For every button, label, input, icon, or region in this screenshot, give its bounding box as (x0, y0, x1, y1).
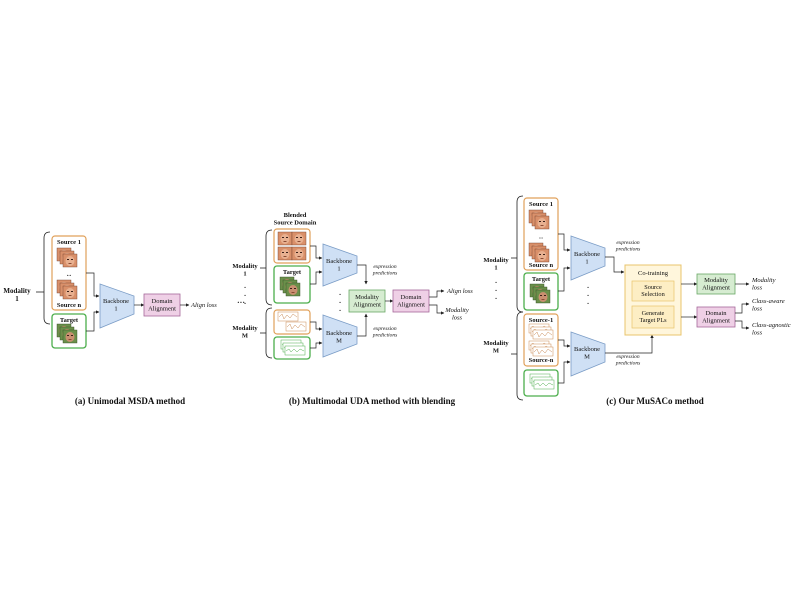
panel-b-blended-face-3 (277, 246, 293, 261)
panel-a-target-label: Target (60, 317, 79, 324)
panel-b-vdots-mid: ··· (339, 291, 341, 315)
panel-c-brace-top (516, 195, 524, 313)
panel-c-source-1: Source 1 (529, 201, 553, 208)
panel-b-arrow-src-m (310, 321, 323, 331)
panel-a-align-loss: Align loss (190, 302, 217, 309)
panel-c-target-images-1 (530, 284, 550, 303)
panel-a-ellipsis: ·· (67, 272, 72, 280)
panel-c-source-minus-n: Source-n (529, 357, 554, 364)
panel-c-source-images-top (529, 210, 549, 229)
panel-c-arrow-bbm-cotrain (605, 334, 654, 354)
panel-c-co-training: Co-training (638, 270, 669, 277)
panel-a-arrow-target (86, 310, 100, 332)
panel-c-arrow-src-m (558, 339, 571, 348)
panel-a-source-images-bottom (57, 280, 77, 299)
panel-c-arrow-class-agnostic (735, 320, 750, 330)
panel-b-domain-alignment (392, 289, 430, 313)
panel-b-brace-top (265, 229, 273, 306)
panel-c-backbone-1 (570, 235, 606, 281)
panel-c-source-selection (631, 280, 675, 302)
panel-b-vdots-left: ··· (244, 284, 246, 308)
panel-b-target-label-1: Target (283, 269, 302, 276)
panel-a-brace (43, 231, 51, 325)
panel-b-blended-face-2 (291, 231, 307, 246)
panel-c-source-images-bottom (529, 243, 549, 262)
panel-b-arrow-bbm (357, 313, 368, 337)
panel-a-caption: (a) Unimodal MSDA method (75, 396, 185, 406)
panel-b-arrow-bb1 (357, 264, 368, 285)
panel-c-source-ellipsis: ·· (539, 235, 543, 242)
panel-a-source-first: Source 1 (57, 239, 81, 246)
panel-b-blended-signal-m-2 (285, 321, 307, 332)
panel-c-backbone-m (570, 331, 606, 377)
panel-c-vdots-left: ··· (495, 279, 497, 303)
panel-b-blended-face-4 (291, 246, 307, 261)
panel-c-brace-bottom (516, 311, 524, 401)
panel-b-caption: (b) Multimodal UDA method with blending (289, 396, 456, 406)
panel-a-source-last: Source n (57, 302, 82, 309)
panel-b-align-loss: Align loss (446, 288, 473, 295)
panel-c-caption: (c) Our MuSACo method (606, 396, 704, 406)
panel-c-generate-target-pls (631, 305, 675, 329)
panel-b-backbone-m (322, 314, 358, 358)
panel-b-backbone-1 (322, 243, 358, 287)
panel-a-backbone (99, 283, 135, 329)
panel-c-arrow-class-aware (735, 302, 750, 314)
panel-c-source-minus-1: Source-1 (529, 317, 553, 324)
panel-b-blended-signal-m-1 (277, 311, 299, 322)
panel-c-domain-alignment (696, 306, 736, 328)
panel-c-arrow-bb1-cotrain (605, 256, 625, 274)
panel-b-arrow-modality-loss (429, 304, 445, 315)
panel-a-target-images (57, 324, 77, 343)
panel-a-source-images-top (57, 248, 77, 267)
panel-b-arrow-align-loss (429, 289, 445, 298)
panel-b-target-images-1 (280, 277, 300, 296)
panel-c-arrow-src-1 (558, 233, 571, 252)
panel-c-vdots-mid: ··· (587, 284, 589, 308)
panel-a-arrow-source (86, 272, 100, 298)
panel-c-source-n: Source n (529, 262, 554, 269)
panel-a-dots: ··· (237, 298, 245, 307)
panel-c-arrow-tgt-m (558, 360, 571, 384)
panel-b-arrow-src-1 (310, 245, 323, 260)
panel-b-arrow-tgt-1 (310, 270, 323, 285)
panel-b-arrow-tgt-m (310, 341, 323, 349)
panel-b-blended-face-1 (277, 231, 293, 246)
panel-c-arrow-tgt-1 (558, 266, 571, 292)
panel-c-target-label-1: Target (532, 276, 551, 283)
panel-b-brace-bottom (265, 307, 273, 359)
